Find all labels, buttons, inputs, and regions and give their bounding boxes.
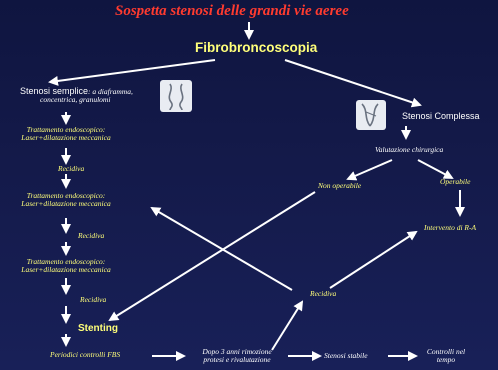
treatment-1-line-1: Trattamento endoscopico: (26, 125, 106, 134)
simple-stenosis-node: Stenosi semplice: a diaframma, (20, 82, 133, 99)
treatment-1: Trattamento endoscopico: Laser+dilatazio… (14, 126, 118, 142)
arrow-non-operabile-to-stenting (108, 191, 316, 322)
controlli-fbs-node: Periodici controlli FBS (50, 350, 121, 359)
controlli-nel-line-1: Controlli nel (426, 347, 466, 356)
arrow-valutazione-to-operabile (417, 159, 454, 179)
arrow-root-to-complex (284, 59, 422, 108)
treatment-3-line-1: Trattamento endoscopico: (26, 257, 106, 266)
arrow-valutazione-to-non-operabile (346, 159, 393, 181)
non-operabile-node: Non operabile (318, 181, 362, 190)
controlli-nel-line-2: tempo (436, 354, 456, 364)
treatment-3-line-2: Laser+dilatazione meccanica (21, 264, 111, 274)
treatment-3: Trattamento endoscopico: Laser+dilatazio… (14, 258, 118, 274)
simple-stenosis-label: Stenosi semplice (20, 86, 89, 96)
simple-stenosis-detail-2: concentrica, granulomi (40, 95, 111, 104)
arrow-dopo-to-recidiva-right (271, 300, 304, 351)
arrow-recidiva-right-to-treat2 (150, 206, 293, 291)
intervento-node: Intervento di R-A (424, 223, 477, 232)
simple-stenosis-detail-1: : a diaframma, (88, 87, 133, 96)
complex-stenosis-node: Stenosi Complessa (402, 111, 480, 121)
dopo-line-1: Dopo 3 anni rimozione (202, 347, 272, 356)
controlli-nel-tempo-node: Controlli nel tempo (418, 348, 474, 364)
recidiva-1: Recidiva (58, 164, 85, 173)
valutazione-node: Valutazione chirurgica (375, 145, 444, 154)
recidiva-right-node: Recidiva (310, 289, 337, 298)
treatment-1-line-2: Laser+dilatazione meccanica (21, 132, 111, 142)
treatment-2-line-1: Trattamento endoscopico: (26, 191, 106, 200)
simple-stenosis-image (160, 80, 192, 112)
treatment-2-line-2: Laser+dilatazione meccanica (21, 198, 111, 208)
recidiva-2: Recidiva (78, 231, 105, 240)
dopo-line-2: protesi e rivalutazione (203, 354, 271, 364)
stenting-node: Stenting (78, 323, 118, 334)
root-node: Fibrobroncoscopia (195, 40, 318, 55)
arrow-recidiva-right-to-intervento (329, 230, 418, 289)
diagram-title: Sospetta stenosi delle grandi vie aeree (115, 3, 349, 19)
treatment-2: Trattamento endoscopico: Laser+dilatazio… (14, 192, 118, 208)
operabile-node: Operabile (440, 177, 471, 186)
complex-stenosis-image (356, 100, 386, 130)
stenosi-stabile-node: Stenosi stabile (324, 351, 368, 360)
dopo-node: Dopo 3 anni rimozione protesi e rivaluta… (186, 348, 288, 364)
arrow-root-to-simple (48, 59, 216, 86)
recidiva-3: Recidiva (80, 295, 107, 304)
